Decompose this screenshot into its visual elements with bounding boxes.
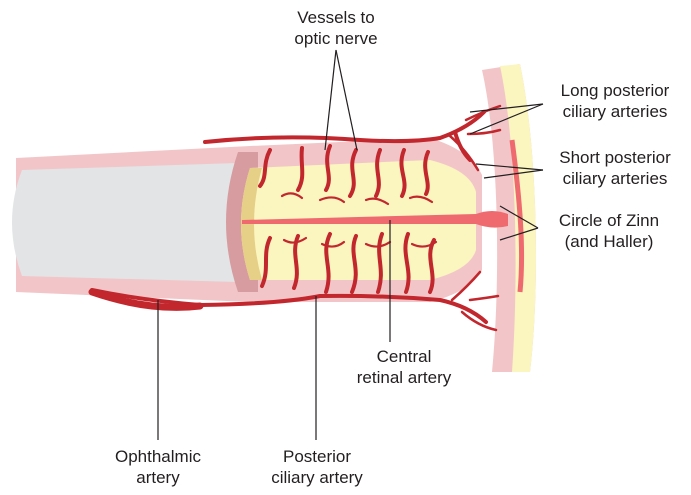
label-long-posterior-ciliary-arteries: Long posterior ciliary arteries [545, 80, 685, 122]
label-circle-of-zinn: Circle of Zinn (and Haller) [542, 210, 676, 252]
label-vessels-to-optic-nerve: Vessels to optic nerve [285, 7, 387, 49]
leader-vessels-b [336, 50, 357, 150]
nerve-cut-surface [12, 163, 238, 282]
leader-vessels-a [325, 50, 336, 150]
label-short-posterior-ciliary-arteries: Short posterior ciliary arteries [545, 147, 685, 189]
label-central-retinal-artery: Central retinal artery [345, 346, 463, 388]
central-retinal-artery-end [476, 211, 508, 228]
label-ophthalmic-artery: Ophthalmic artery [106, 446, 210, 488]
label-posterior-ciliary-artery: Posterior ciliary artery [256, 446, 378, 488]
